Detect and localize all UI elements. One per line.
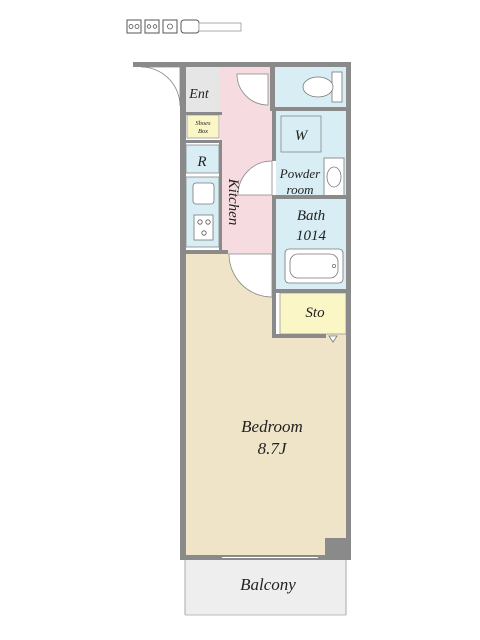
bathtub-icon <box>284 248 344 284</box>
toilet-icon <box>302 71 343 103</box>
legend-icons <box>126 19 242 34</box>
bath-label-line2: 1014 <box>296 228 327 244</box>
washer-label: W <box>295 128 309 144</box>
washer-icon <box>180 19 242 34</box>
kitchen-label: Kitchen <box>225 178 241 226</box>
powder-room-label-line1: Powder <box>279 166 321 181</box>
storage-label: Sto <box>305 305 325 321</box>
refrigerator-label: R <box>196 154 206 170</box>
storage-floor <box>279 292 347 335</box>
bedroom-label-line1: Bedroom <box>241 417 303 436</box>
storage-door-marker <box>328 335 338 343</box>
entrance-label: Ent <box>188 87 210 102</box>
gas-stove-icon <box>126 19 142 34</box>
stove-icon <box>193 214 214 241</box>
shoes-box-label-line2: Box <box>198 128 208 135</box>
bath-label-line1: Bath <box>297 208 325 224</box>
door-swings <box>140 66 273 298</box>
sink-icon <box>192 182 215 205</box>
bedroom-label-line2: 8.7J <box>258 439 288 458</box>
shoes-box-label-line1: Shoes <box>195 120 211 127</box>
powder-room-label-line2: room <box>287 182 314 197</box>
washbasin-icon <box>323 157 345 197</box>
washer-pan <box>280 115 322 153</box>
electric-stove-icon <box>162 19 178 34</box>
entrance-floor <box>182 67 220 115</box>
balcony-floor <box>185 560 346 615</box>
balcony-label: Balcony <box>240 575 296 594</box>
bedroom-floor <box>185 254 346 560</box>
ih-stove-icon <box>144 19 160 34</box>
